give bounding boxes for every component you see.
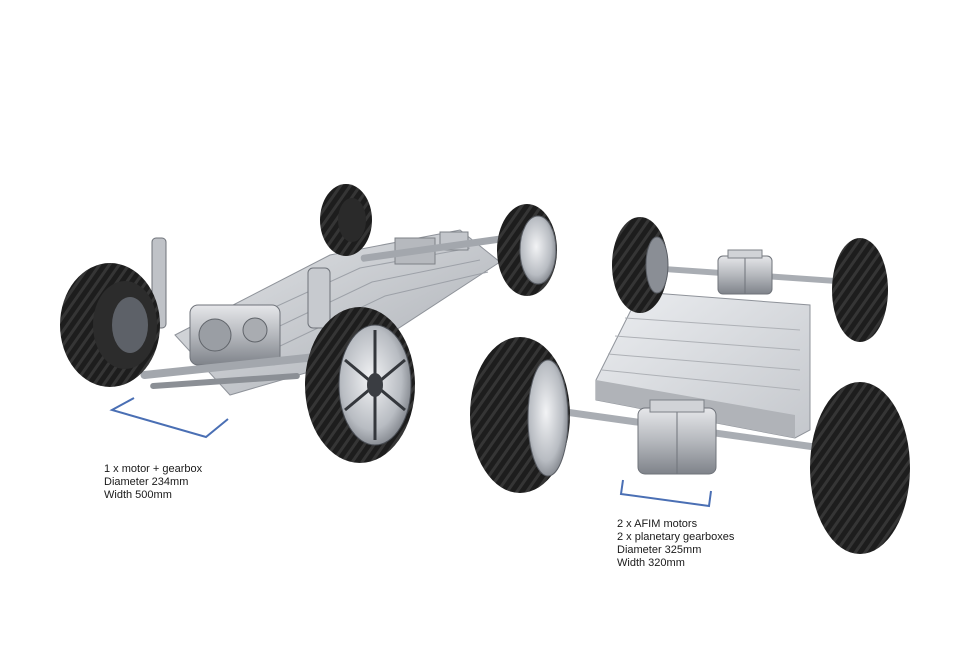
left-car-rear-far-wheel xyxy=(320,184,372,256)
right-car xyxy=(470,217,910,554)
right-caption-line-1: 2 x AFIM motors xyxy=(617,518,698,530)
left-car-rear-near-wheel xyxy=(497,204,557,296)
right-car-caption: 2 x AFIM motors 2 x planetary gearboxes … xyxy=(617,518,734,570)
right-caption-line-3: Diameter 325mm xyxy=(617,544,702,556)
right-caption-line-2: 2 x planetary gearboxes xyxy=(617,531,735,543)
left-car-caption: 1 x motor + gearbox Diameter 234mm Width… xyxy=(104,463,202,502)
right-caption-line-4: Width 320mm xyxy=(617,557,685,569)
right-car-rear-near-wheel xyxy=(832,238,888,342)
right-car-front-far-wheel xyxy=(470,337,570,493)
left-caption-line-1: 1 x motor + gearbox xyxy=(104,463,203,475)
left-front-axle xyxy=(140,351,330,379)
right-dimension-bracket xyxy=(619,479,712,508)
right-front-afim-motors xyxy=(637,399,717,475)
right-car-rear-far-wheel xyxy=(612,217,669,313)
right-car-front-near-wheel xyxy=(810,382,910,554)
left-caption-line-2: Diameter 234mm xyxy=(104,476,189,488)
left-caption-line-3: Width 500mm xyxy=(104,489,172,501)
left-car-front-near-wheel xyxy=(305,307,415,463)
left-control-arm xyxy=(150,372,300,390)
left-car-front-far-wheel xyxy=(60,263,160,387)
left-rear-axle xyxy=(360,233,520,262)
left-car xyxy=(60,184,557,463)
left-dimension-bracket xyxy=(109,397,229,439)
left-motor-gearbox xyxy=(189,304,281,366)
left-rear-strut xyxy=(307,267,331,329)
right-rear-afim-motors xyxy=(717,249,773,295)
